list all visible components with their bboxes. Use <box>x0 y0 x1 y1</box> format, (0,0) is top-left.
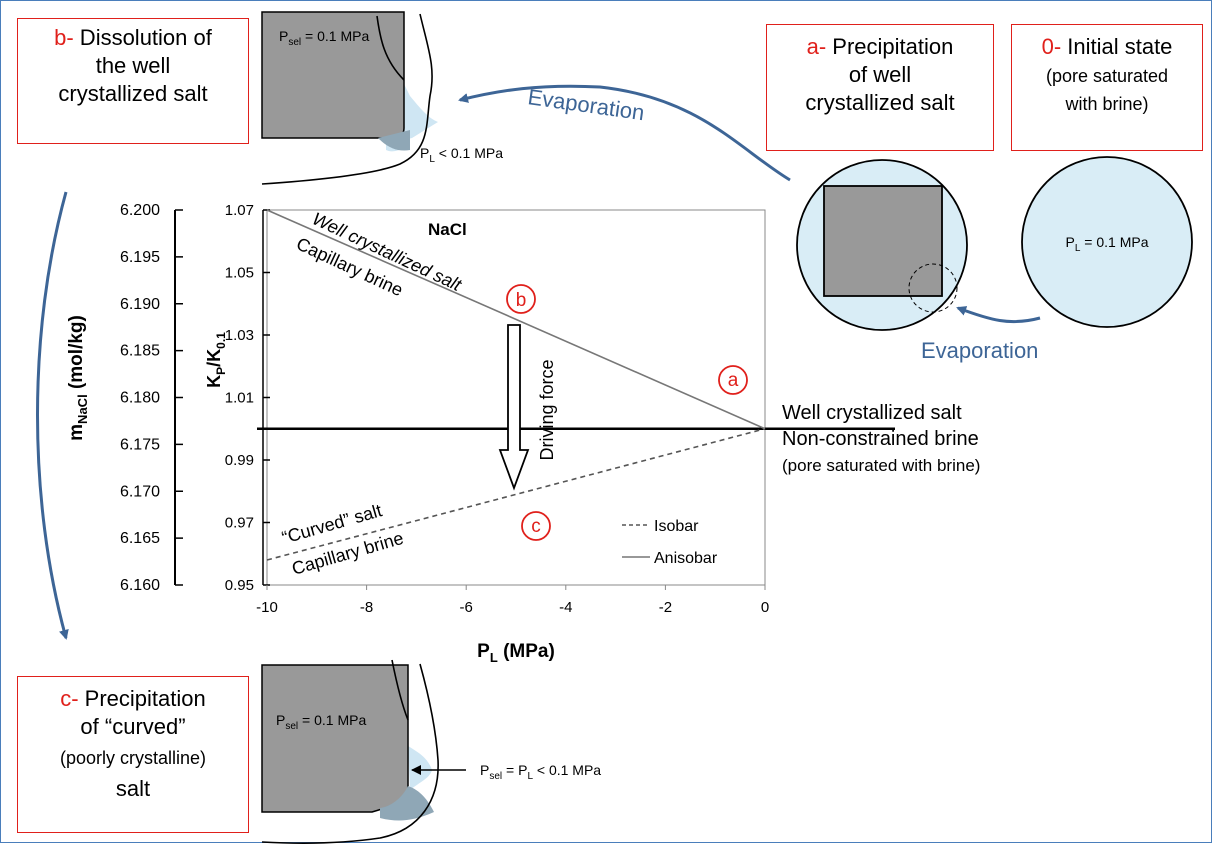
cycle-arrow-left <box>36 191 69 640</box>
y2-tick-label: 6.195 <box>120 249 160 266</box>
y-tick-label: 1.03 <box>225 327 254 344</box>
y2-tick-label: 6.185 <box>120 343 160 360</box>
y-ticks: 0.95 0.97 0.99 1.01 1.03 1.05 1.07 <box>225 202 270 594</box>
pore-circle-a <box>796 159 968 331</box>
stage-b-line2: the well <box>95 53 171 78</box>
x-tick-label: -2 <box>659 599 672 616</box>
stage-0-line1: Initial state <box>1061 34 1173 59</box>
y-tick-label: 0.99 <box>225 452 254 469</box>
evaporation-arrow-right <box>956 306 1041 324</box>
marker-a: a <box>718 365 748 395</box>
y2-axis-label: mNaCl (mol/kg) <box>66 315 90 441</box>
stage-0-prefix: 0- <box>1041 34 1062 59</box>
evaporation-label-right: Evaporation <box>921 338 1038 363</box>
stage-a-prefix: a- <box>806 34 827 59</box>
y2-tick-label: 6.175 <box>120 436 160 453</box>
y2-tick-label: 6.190 <box>120 296 160 313</box>
stage-0-line3: with brine) <box>1065 94 1149 114</box>
box-stage-b: b- Dissolution of the well crystallized … <box>17 18 249 144</box>
box-stage-c: c- Precipitation of “curved” (poorly cry… <box>17 676 249 833</box>
y2-tick-label: 6.165 <box>120 530 160 547</box>
stage-c-line3: (poorly crystalline) <box>59 748 207 768</box>
stage-a-line1: Precipitation <box>826 34 954 59</box>
y2-ticks: 6.160 6.165 6.170 6.175 6.180 6.185 6.190 6.195… <box>120 202 183 594</box>
stage-b-line1: Dissolution of <box>73 25 212 50</box>
x-ticks: -10 -8 -6 -4 -2 0 <box>256 585 769 616</box>
y-tick-label: 0.95 <box>225 577 254 594</box>
stage-c-line2: of “curved” <box>80 714 186 739</box>
x-tick-label: -10 <box>256 599 278 616</box>
stage-b-line3: crystallized salt <box>58 81 208 106</box>
y2-tick-label: 6.160 <box>120 577 160 594</box>
bottom-psel-label: Psel = 0.1 MPa <box>276 712 366 732</box>
evaporation-arrow-top <box>458 84 791 182</box>
x-axis-label: PL (MPa) <box>477 641 555 665</box>
stage-a-line3: crystallized salt <box>805 90 955 115</box>
reference-label-line2: Non-constrained brine <box>782 428 979 450</box>
x-tick-label: -4 <box>559 599 572 616</box>
y-tick-label: 1.05 <box>225 265 254 282</box>
series-line-anisobar <box>266 209 766 430</box>
top-psel-label: Psel = 0.1 MPa <box>279 28 369 48</box>
series-line-isobar <box>266 427 766 561</box>
y-tick-label: 1.01 <box>225 390 254 407</box>
svg-text:c: c <box>531 516 541 537</box>
reference-label-line3: (pore saturated with brine) <box>782 456 981 475</box>
x-tick-label: 0 <box>761 599 769 616</box>
marker-b: b <box>506 284 536 314</box>
pore-circle-initial <box>1021 156 1193 328</box>
stage-c-line4: salt <box>115 776 151 801</box>
driving-force-arrow <box>498 324 530 491</box>
chart: NaCl 6.160 6.165 6.170 6.175 6.180 6.185 6.190… <box>66 202 895 665</box>
stage-c-prefix: c- <box>60 686 79 711</box>
stage-a-line2: of well <box>848 62 912 87</box>
marker-c: c <box>521 511 551 541</box>
stage-0-line2: (pore saturated <box>1045 66 1169 86</box>
top-pore-illustration <box>261 11 438 185</box>
bottom-equation-label: Psel = PL < 0.1 MPa <box>480 762 601 782</box>
y-axis-label: KP/K0.1 <box>204 332 228 388</box>
box-stage-0: 0- Initial state (pore saturated with br… <box>1011 24 1203 151</box>
initial-pl-label: PL = 0.1 MPa <box>1066 234 1149 254</box>
x-tick-label: -6 <box>460 599 473 616</box>
legend-isobar-label: Isobar <box>654 518 699 535</box>
reference-state-labels: Well crystallized salt Non-constrained b… <box>782 400 980 479</box>
y2-tick-label: 6.180 <box>120 390 160 407</box>
y-tick-label: 0.97 <box>225 515 254 532</box>
y2-tick-label: 6.200 <box>120 202 160 219</box>
svg-text:b: b <box>516 290 527 311</box>
series-lines <box>266 209 766 561</box>
svg-text:a: a <box>728 370 739 391</box>
y-tick-label: 1.07 <box>225 202 254 219</box>
bottom-pore-illustration <box>261 659 439 844</box>
y2-tick-label: 6.170 <box>120 483 160 500</box>
stage-c-line1: Precipitation <box>78 686 206 711</box>
driving-force-label: Driving force <box>537 359 557 460</box>
legend: Isobar Anisobar <box>622 518 718 567</box>
stage-b-prefix: b- <box>54 25 74 50</box>
chart-title: NaCl <box>428 220 467 239</box>
x-tick-label: -8 <box>360 599 373 616</box>
legend-anisobar-label: Anisobar <box>654 550 718 567</box>
top-pl-label: PL < 0.1 MPa <box>420 145 503 165</box>
reference-label-line1: Well crystallized salt <box>782 402 962 424</box>
box-stage-a: a- Precipitation of well crystallized sa… <box>766 24 994 151</box>
